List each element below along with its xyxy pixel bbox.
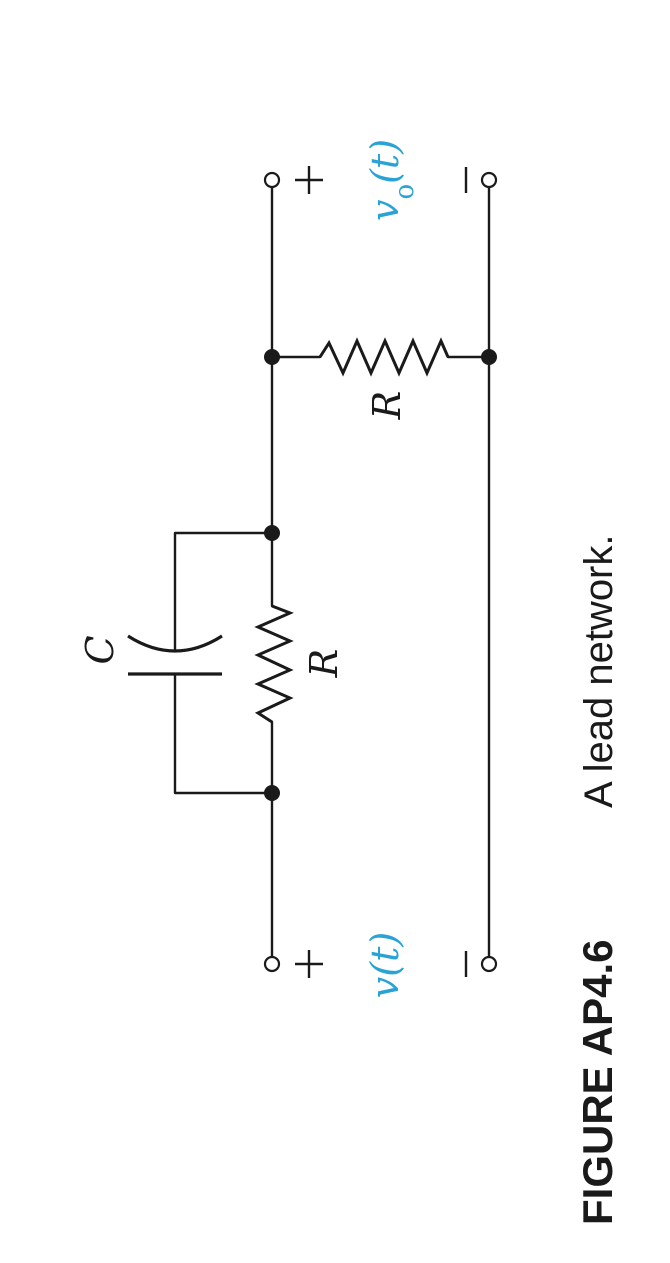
shunt-resistor	[318, 337, 450, 377]
input-plus-terminal	[263, 955, 281, 973]
junction-node	[264, 785, 280, 801]
junction-node	[264, 525, 280, 541]
figure-number: FIGURE AP4.6	[574, 939, 621, 1225]
output-plus-terminal	[263, 171, 281, 189]
shunt-resistor-label: R	[365, 391, 409, 421]
capacitor-label: C	[78, 635, 122, 664]
output-voltage-label: vo(t)	[363, 139, 420, 221]
input-minus-terminal	[480, 955, 498, 973]
input-voltage-label: v(t)	[363, 932, 407, 998]
figure-caption: A lead network.	[577, 535, 621, 809]
output-minus-terminal	[480, 171, 498, 189]
capacitor-plate-curved	[127, 634, 223, 653]
series-resistor	[254, 604, 294, 724]
input-plus-sign	[295, 950, 323, 978]
output-plus-sign	[295, 166, 323, 194]
series-resistor-label: R	[302, 649, 346, 679]
